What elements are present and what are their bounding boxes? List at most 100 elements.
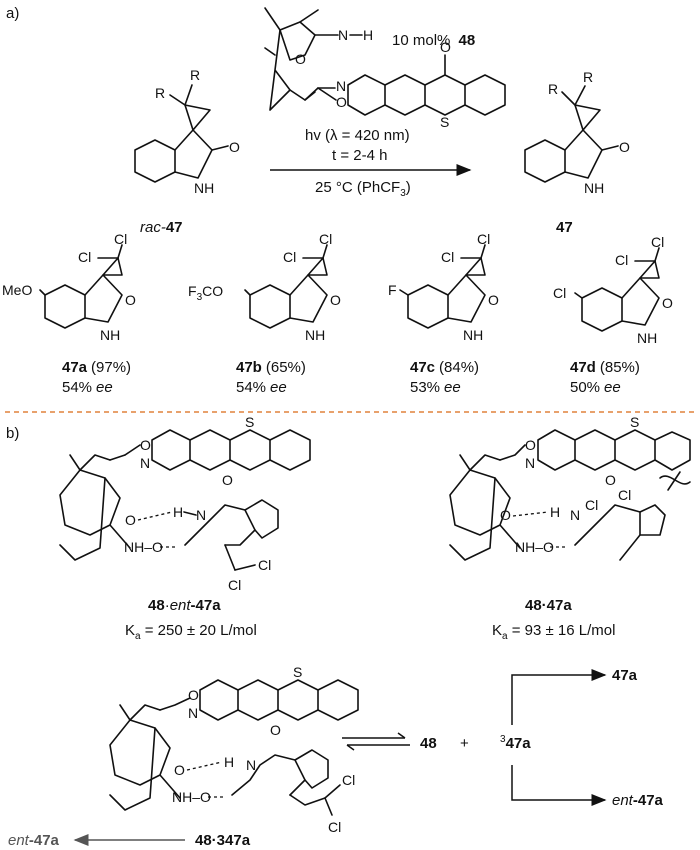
complex3-cl2: Cl: [328, 819, 341, 835]
label-47b-id: 47b: [236, 359, 262, 376]
label-47d-ee: 50%: [570, 379, 600, 396]
complex2-cl1: Cl: [585, 497, 598, 513]
label-47c-ee: 53%: [410, 379, 440, 396]
complex2-lactam-o: O: [500, 507, 511, 523]
label-47d-id: 47d: [570, 359, 596, 376]
svg-text:47a(97%): 47a(97%): [62, 359, 131, 376]
o-atom-47b: O: [330, 292, 341, 308]
complex1-oxazole-o: O: [140, 437, 151, 453]
complex1-nh: NH–O: [124, 539, 163, 555]
complex3-nh: NH–O: [172, 789, 211, 805]
catalyst-n-atom: N: [338, 27, 348, 43]
complex-matched-ka: Ka = 93 ± 16 L/mol: [492, 622, 615, 642]
complex1-lactam-o: O: [125, 512, 136, 528]
product-id: 47: [556, 219, 573, 236]
product-o-atom: O: [619, 139, 630, 155]
catalyst-o-atom: O: [295, 51, 306, 67]
left-ent-product: ent-47a: [8, 832, 60, 849]
label-47a-ee: 54%: [62, 379, 92, 396]
substituent-47b: F3CO: [188, 283, 223, 303]
substituent-47c: F: [388, 282, 397, 298]
complex3-cl1: Cl: [342, 772, 355, 788]
complex2-oxazole-o: O: [525, 437, 536, 453]
cl-atom-47b-1: Cl: [283, 249, 296, 265]
thioxanthone-o-atom: O: [440, 39, 451, 55]
complex2-s-atom: S: [630, 414, 639, 430]
start-r1-atom: R: [155, 85, 165, 101]
complex-matched-name: 48·47a: [525, 597, 572, 614]
complex1-oxazole-n: N: [140, 455, 150, 471]
complex1-sub-n: N: [196, 507, 206, 523]
complex-triplet-name: 48·347a: [195, 832, 251, 849]
cl-atom-47a-1: Cl: [78, 249, 91, 265]
oxazole-o-atom: O: [336, 94, 347, 110]
complex2-sub-n: N: [570, 507, 580, 523]
svg-text:47c(84%): 47c(84%): [410, 359, 479, 376]
svg-text:25 °C (PhCF3): 25 °C (PhCF3): [315, 179, 411, 199]
product-r2-atom: R: [583, 69, 593, 85]
complex1-cl2: Cl: [228, 577, 241, 593]
complex1-h1: H: [173, 504, 183, 520]
complex-ent-ka: Ka = 250 ± 20 L/mol: [125, 622, 257, 642]
svg-text:50%ee: 50%ee: [570, 379, 621, 396]
start-r2-atom: R: [190, 67, 200, 83]
substituent-47a: MeO: [2, 282, 32, 298]
complex2-h1: H: [550, 504, 560, 520]
complex3-co-o: O: [270, 722, 281, 738]
oxazole-n-atom: N: [336, 78, 346, 94]
nh-atom-47b: NH: [305, 327, 325, 343]
complex1-s-atom: S: [245, 414, 254, 430]
product-r1-atom: R: [548, 81, 558, 97]
eq-cat: 48: [420, 735, 437, 752]
start-prefix: rac-: [140, 219, 166, 236]
product-47d-structure: Cl Cl Cl O NH: [553, 234, 673, 346]
start-o-atom: O: [229, 139, 240, 155]
o-atom-47c: O: [488, 292, 499, 308]
complex-ent-47a-structure: O N S O O H N NH–O Cl Cl: [59, 414, 311, 593]
label-47b-ee: 54%: [236, 379, 266, 396]
complex3-sub-n: N: [246, 757, 256, 773]
cl-atom-47d-2: Cl: [651, 234, 664, 250]
nh-atom-47a: NH: [100, 327, 120, 343]
label-47a-id: 47a: [62, 359, 88, 376]
complex-ent-name: 48·ent-47a: [148, 597, 221, 614]
o-atom-47a: O: [125, 292, 136, 308]
catalyst-h-atom: H: [363, 27, 373, 43]
eq-triplet: 347a: [500, 734, 531, 752]
eq-bottom-product: ent-47a: [612, 792, 664, 809]
complex3-oxazole-n: N: [188, 705, 198, 721]
product-47a-structure: Cl Cl MeO O NH: [2, 231, 136, 343]
condition-time: t = 2-4 h: [332, 147, 387, 164]
o-atom-47d: O: [662, 295, 673, 311]
condition-temp: 25 °C (PhCF: [315, 179, 400, 196]
substituent-47d: Cl: [553, 285, 566, 301]
nh-atom-47c: NH: [463, 327, 483, 343]
svg-text:47b(65%): 47b(65%): [236, 359, 306, 376]
cl-atom-47b-2: Cl: [319, 231, 332, 247]
catalyst-id: 48: [459, 32, 476, 49]
svg-text:54%ee: 54%ee: [236, 379, 287, 396]
catalyst-loading: 10 mol%: [392, 32, 450, 49]
svg-text:10 mol% 48: 10 mol% 48: [392, 32, 475, 49]
svg-text:53%ee: 53%ee: [410, 379, 461, 396]
complex-triplet-structure: O N S O O H N NH–O Cl Cl: [109, 664, 359, 835]
complex2-oxazole-n: N: [525, 455, 535, 471]
product-nh-atom: NH: [584, 180, 604, 196]
svg-text:rac-47: rac-47: [140, 219, 183, 236]
complex2-nh: NH–O: [515, 539, 554, 555]
cl-atom-47c-2: Cl: [477, 231, 490, 247]
complex3-lactam-o: O: [174, 762, 185, 778]
arrow-to-ent-47a: [511, 765, 607, 806]
complex1-co-o: O: [222, 472, 233, 488]
cl-atom-47c-1: Cl: [441, 249, 454, 265]
product-47c-structure: Cl Cl F O NH: [388, 231, 499, 343]
svg-text:47d(85%): 47d(85%): [570, 359, 640, 376]
thioxanthone-s-atom: S: [440, 114, 449, 130]
complex3-oxazole-o: O: [188, 687, 199, 703]
complex3-s-atom: S: [293, 664, 302, 680]
eq-top-product: 47a: [612, 667, 638, 684]
svg-text:54%ee: 54%ee: [62, 379, 113, 396]
complex3-h1: H: [224, 754, 234, 770]
nh-atom-47d: NH: [637, 330, 657, 346]
complex2-cl2: Cl: [618, 487, 631, 503]
